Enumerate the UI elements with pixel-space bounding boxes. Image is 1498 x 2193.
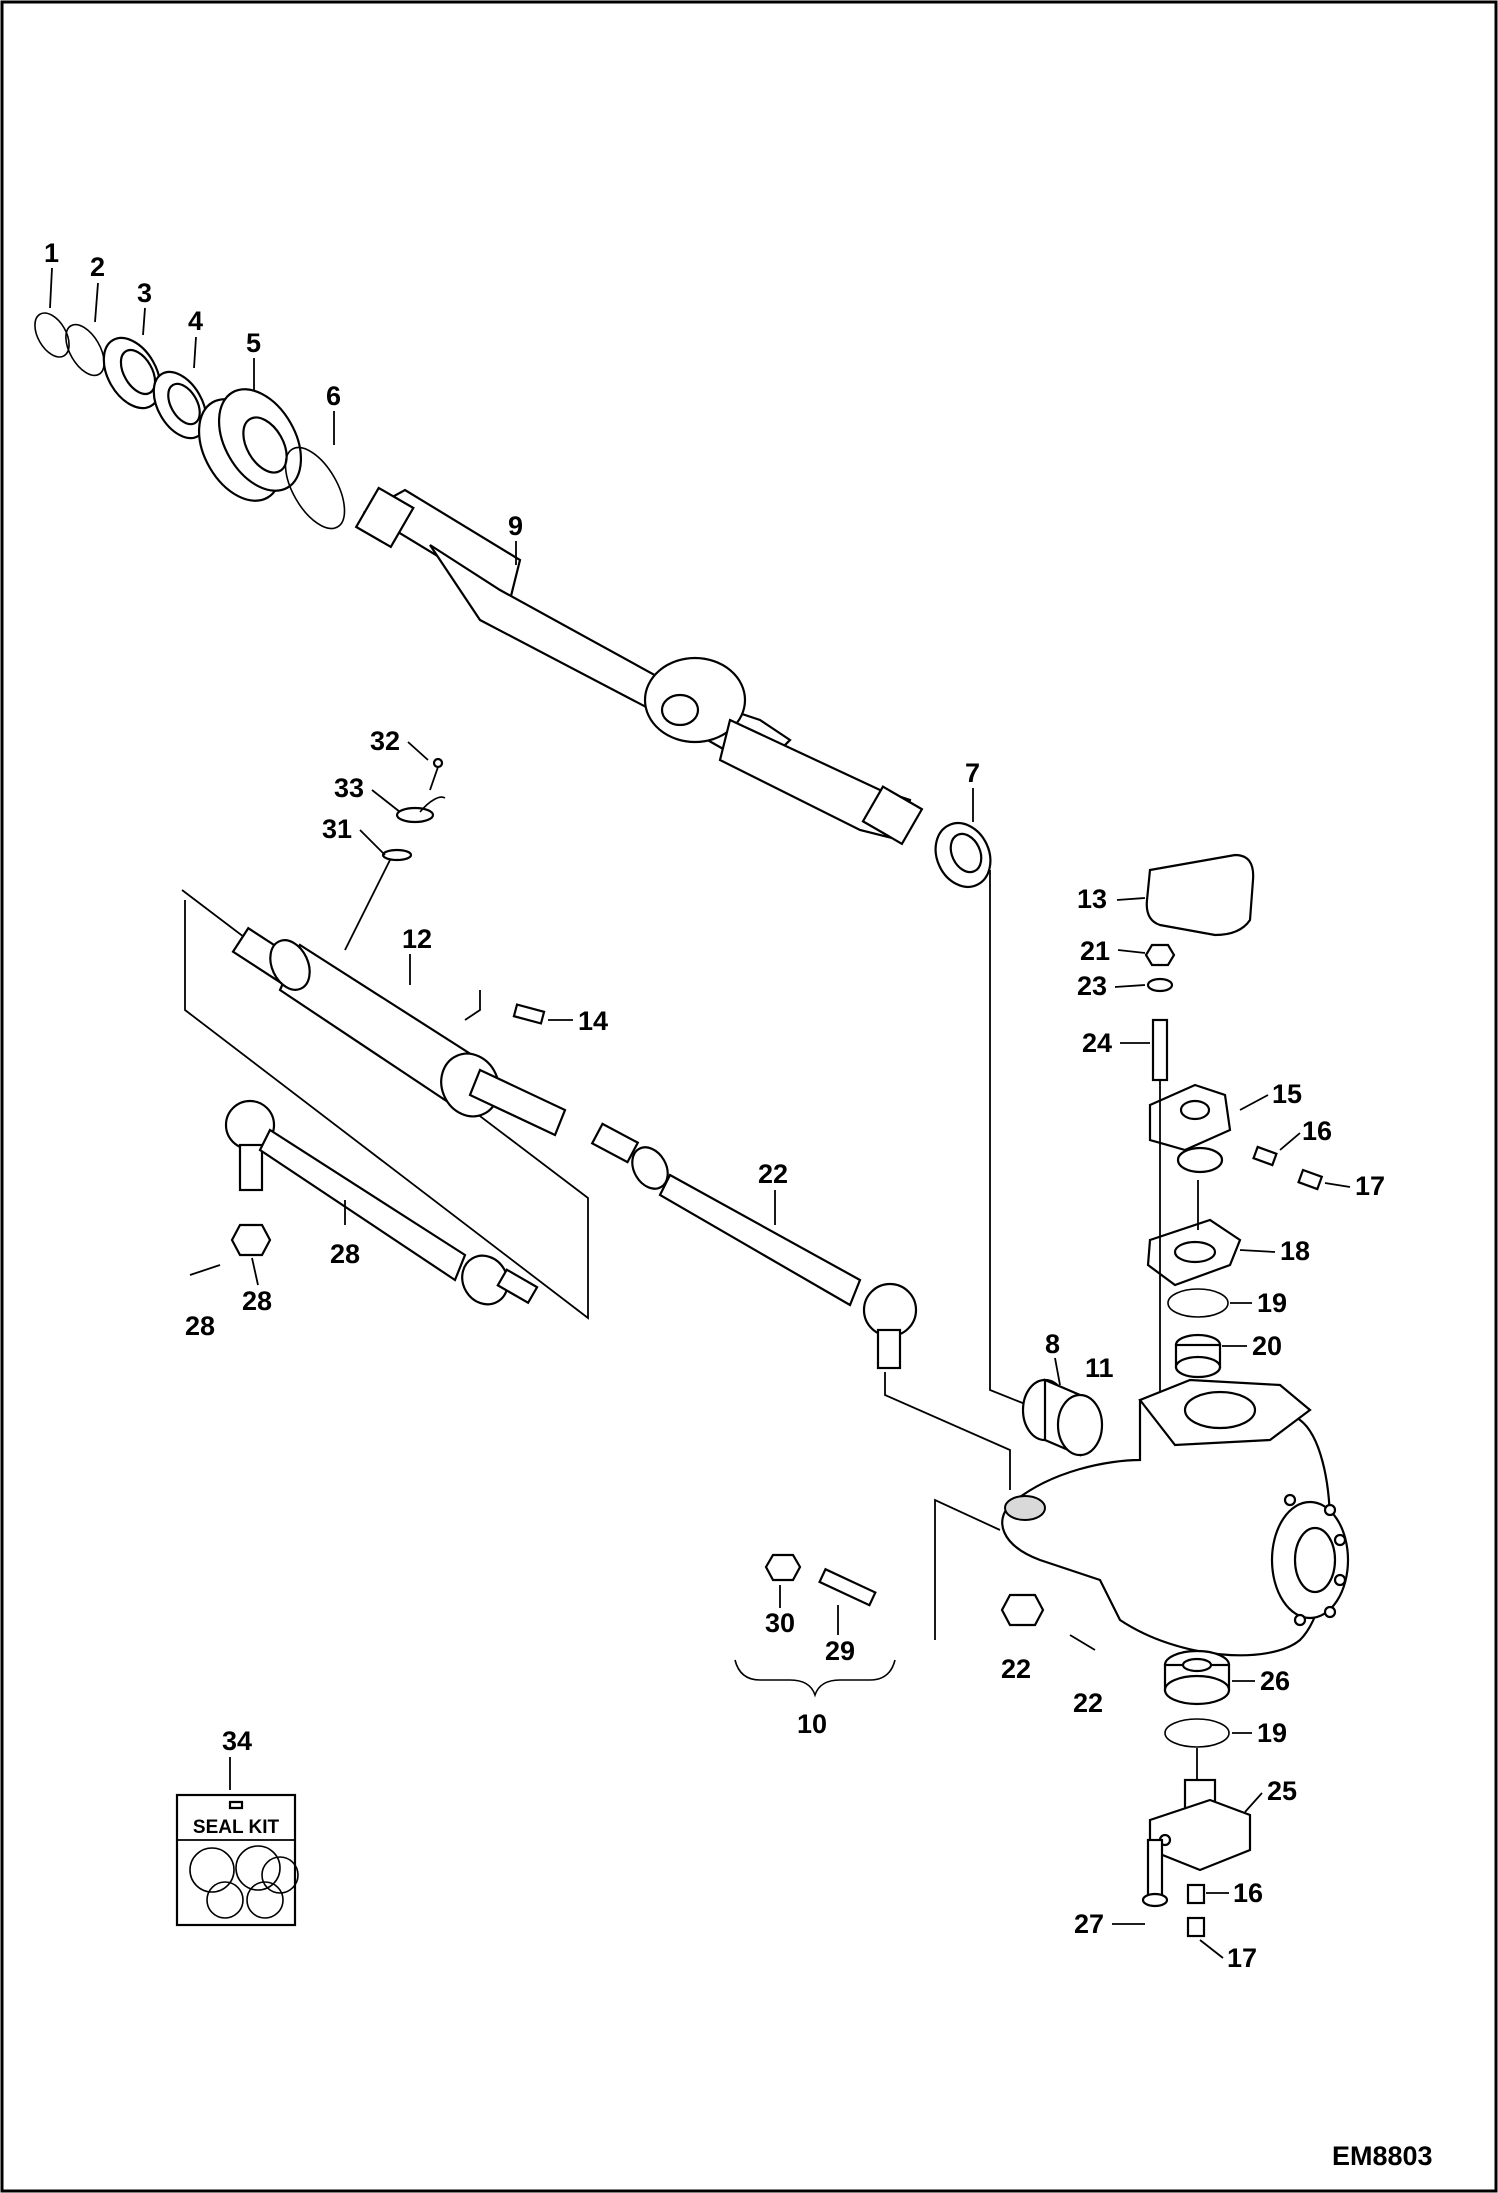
- seal-7: [934, 822, 992, 888]
- callout-31: 31: [322, 814, 352, 844]
- grease-fitting-32: [429, 757, 444, 791]
- tie-rod-end-28: [224, 1099, 539, 1306]
- nut-22: [1000, 1593, 1045, 1627]
- callout-21: 21: [1080, 936, 1110, 966]
- callout-22: 22: [758, 1159, 788, 1189]
- callout-3: 3: [137, 278, 152, 308]
- stud-29: [818, 1567, 877, 1607]
- callout-17: 17: [1355, 1171, 1385, 1201]
- callout-1: 1: [44, 238, 59, 268]
- upper-pin-15: [1148, 1083, 1232, 1174]
- tie-rod-22: [590, 1122, 918, 1370]
- nut-21: [1144, 943, 1176, 967]
- callout-19-lower: 19: [1257, 1718, 1287, 1748]
- callout-16-lower: 16: [1233, 1878, 1263, 1908]
- callout-30: 30: [765, 1608, 795, 1638]
- callout-28: 28: [185, 1311, 215, 1341]
- callout-13: 13: [1077, 884, 1107, 914]
- callout-23: 23: [1077, 971, 1107, 1001]
- grease-tube-33: [395, 796, 446, 824]
- nut-30: [764, 1553, 802, 1582]
- callout-29: 29: [825, 1636, 855, 1666]
- o-ring-6: [284, 446, 346, 530]
- callout-9: 9: [508, 511, 523, 541]
- callout-28: 28: [330, 1239, 360, 1269]
- callout-16: 16: [1302, 1116, 1332, 1146]
- callout-28: 28: [242, 1286, 272, 1316]
- callout-22: 22: [1073, 1688, 1103, 1718]
- callout-7: 7: [965, 758, 980, 788]
- callout-34: 34: [222, 1726, 252, 1756]
- bearing-3: [102, 336, 162, 410]
- bolt-14: [512, 1003, 546, 1025]
- callout-17-lower: 17: [1227, 1943, 1257, 1973]
- callout-8: 8: [1045, 1329, 1060, 1359]
- cap-17-lower: [1186, 1916, 1206, 1938]
- pin-28: [189, 1264, 221, 1276]
- bushing-20: [1174, 1333, 1222, 1379]
- drawing-code: EM8803: [1332, 2141, 1433, 2171]
- grease-fitting-16: [1252, 1145, 1278, 1167]
- bearing-26: [1163, 1649, 1231, 1706]
- callout-26: 26: [1260, 1666, 1290, 1696]
- callout-4: 4: [188, 306, 203, 336]
- steering-cylinder-12: [231, 926, 567, 1137]
- callout-33: 33: [334, 773, 364, 803]
- nut-28: [230, 1223, 272, 1257]
- cap-17: [1297, 1168, 1324, 1191]
- retaining-ring-2: [65, 323, 105, 377]
- bolt-27: [1141, 1838, 1169, 1908]
- lower-pin-25: [1148, 1778, 1252, 1872]
- callout-12: 12: [402, 924, 432, 954]
- callout-20: 20: [1252, 1331, 1282, 1361]
- pin-22: [1069, 1634, 1096, 1651]
- callout-5: 5: [246, 328, 261, 358]
- grease-fitting-16-lower: [1186, 1883, 1206, 1905]
- callout-22: 22: [1001, 1654, 1031, 1684]
- bushing-8: [1021, 1378, 1104, 1457]
- seal-kit-label: SEAL KIT: [193, 1817, 280, 1838]
- callout-24: 24: [1082, 1028, 1112, 1058]
- bearing-housing-5: [197, 388, 303, 502]
- callout-10: 10: [797, 1709, 827, 1739]
- seal-4: [152, 370, 208, 440]
- retaining-ring-1: [34, 312, 70, 358]
- stud-24: [1151, 1018, 1169, 1082]
- seal-kit-34: [175, 1793, 299, 1927]
- callout-11: 11: [1085, 1353, 1114, 1383]
- axle-shaft-9: [354, 486, 924, 846]
- callout-18: 18: [1280, 1236, 1310, 1266]
- callout-32: 32: [370, 726, 400, 756]
- steering-knuckle-11: [1001, 1378, 1350, 1657]
- callout-19: 19: [1257, 1288, 1287, 1318]
- shim-18: [1146, 1218, 1242, 1287]
- callout-14: 14: [578, 1006, 608, 1036]
- o-ring-19-lower: [1164, 1718, 1230, 1748]
- o-ring-19: [1167, 1288, 1229, 1318]
- callout-15: 15: [1272, 1079, 1302, 1109]
- callout-2: 2: [90, 252, 105, 282]
- callout-6: 6: [326, 381, 341, 411]
- o-ring-31: [381, 848, 413, 862]
- callout-25: 25: [1267, 1776, 1297, 1806]
- cap-13: [1145, 853, 1255, 937]
- washer-23: [1146, 977, 1174, 993]
- callout-27: 27: [1074, 1909, 1104, 1939]
